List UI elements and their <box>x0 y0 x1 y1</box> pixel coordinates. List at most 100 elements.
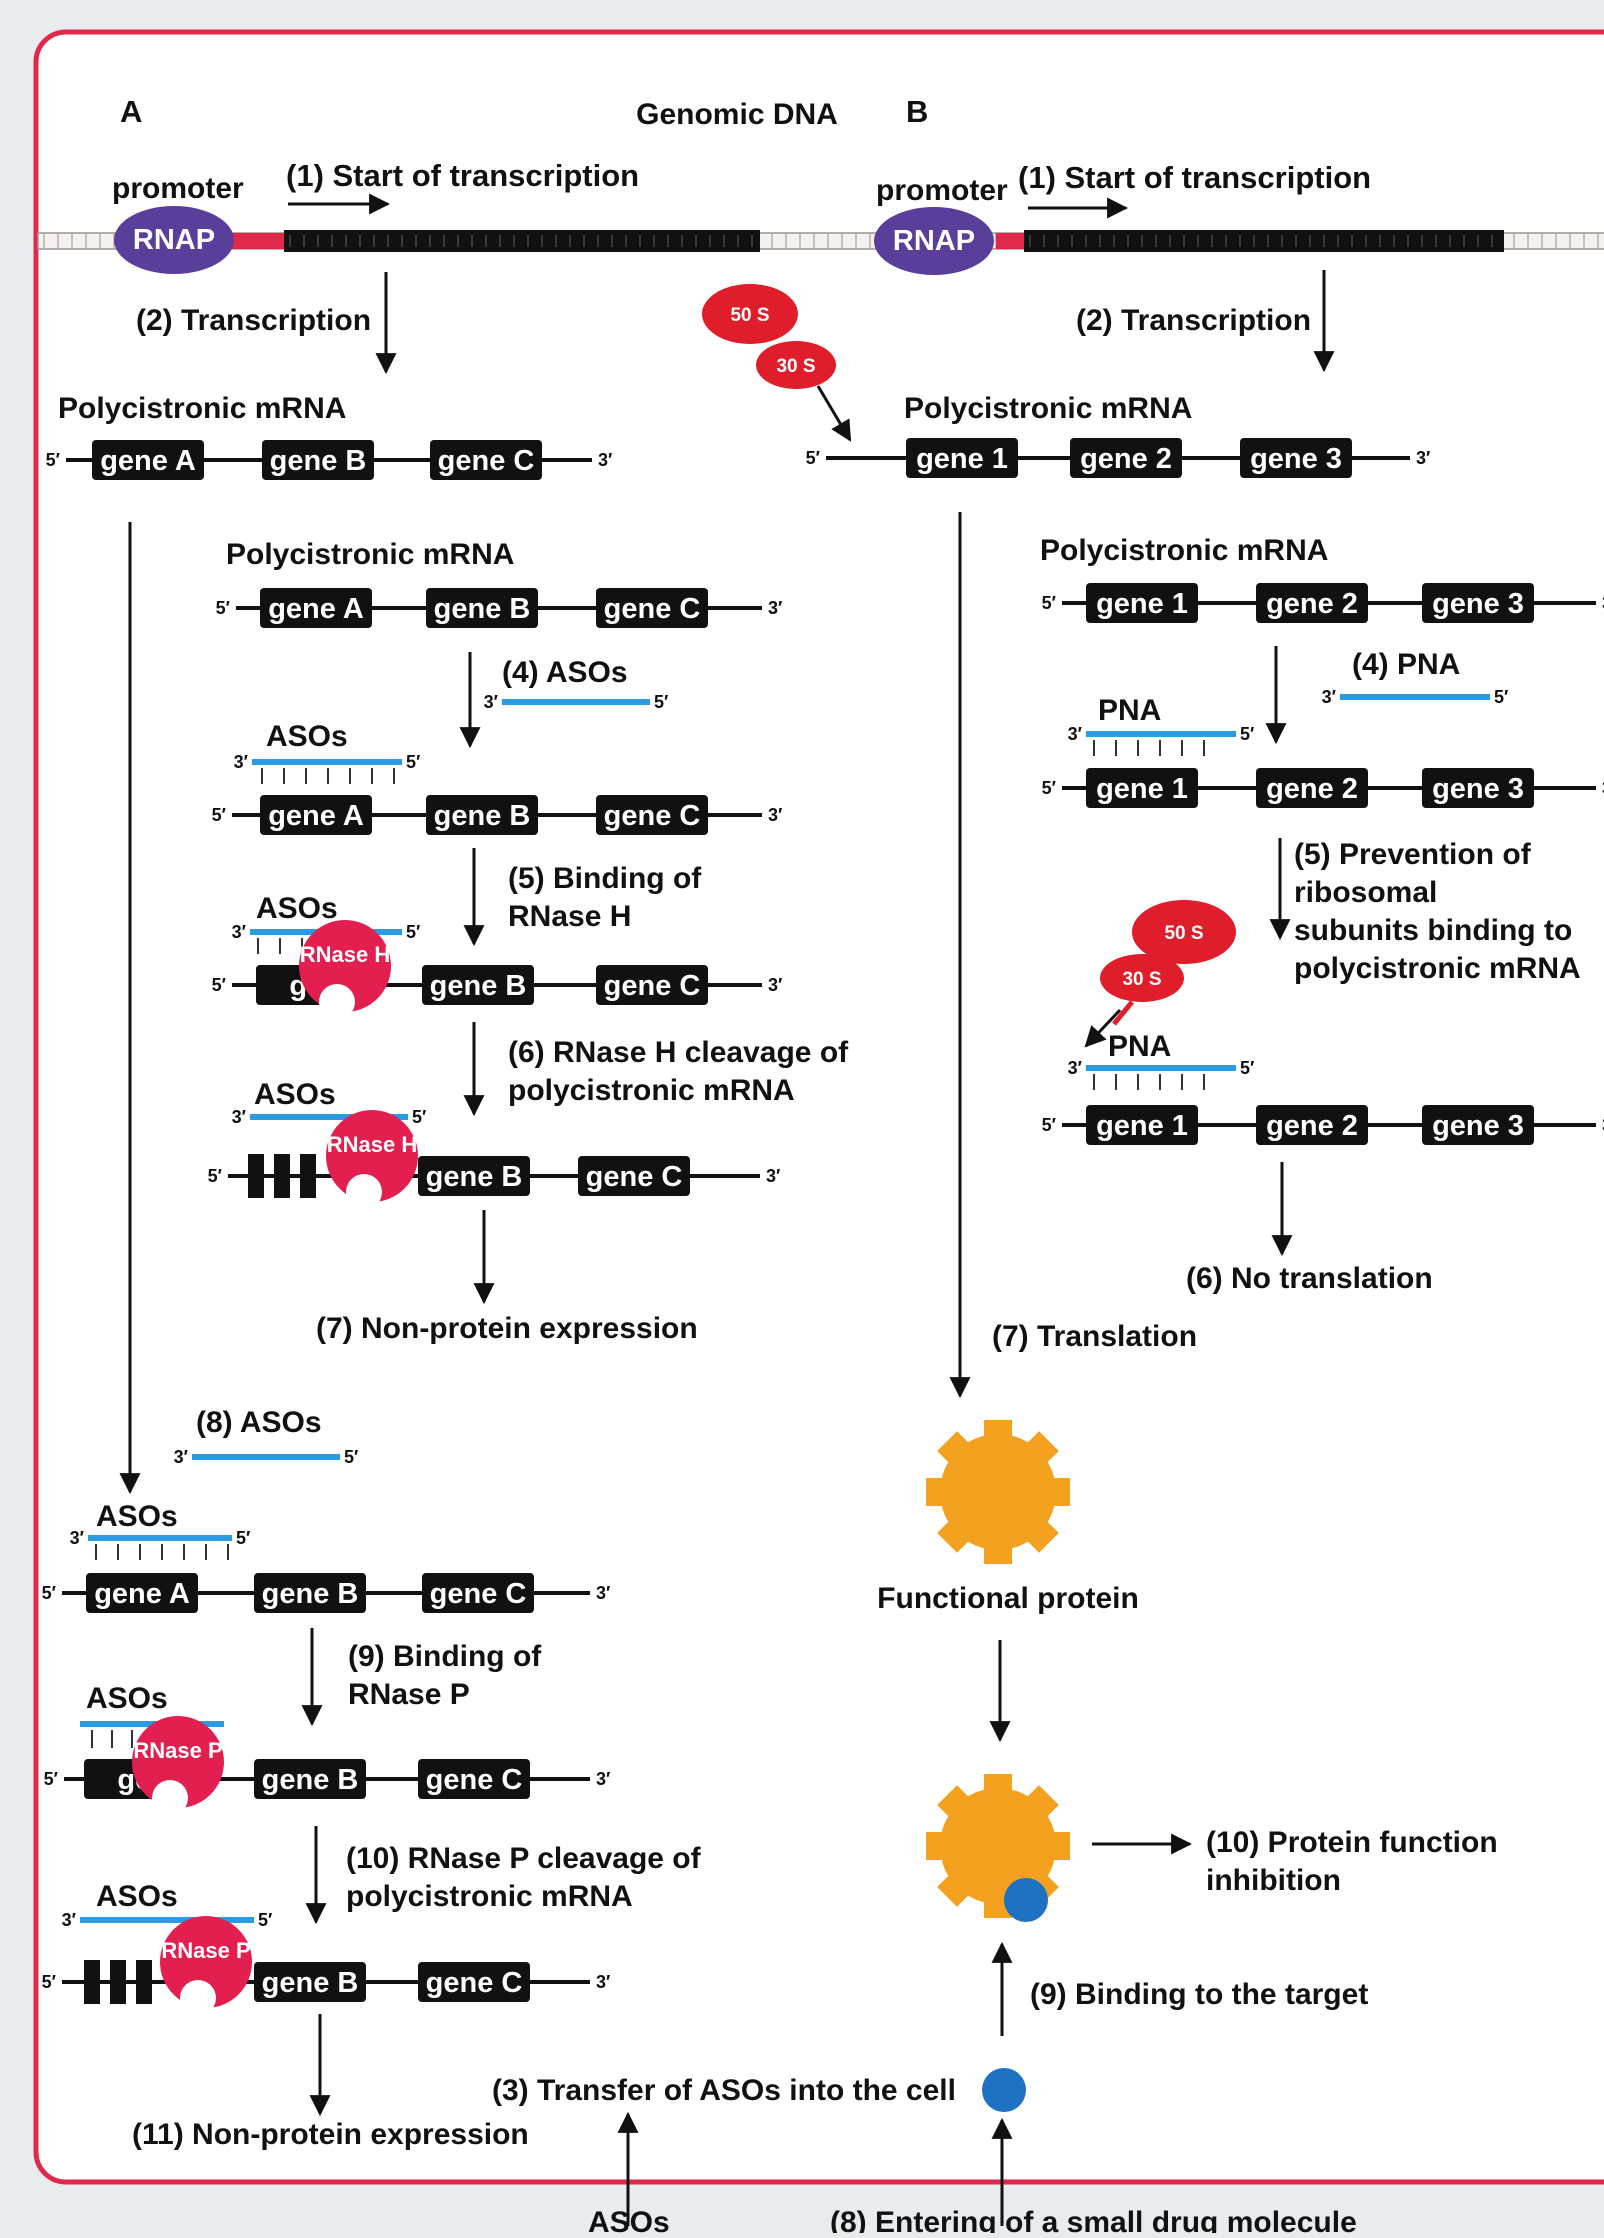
panel-a-mrna-4-gene-3-label: gene C <box>604 970 701 1002</box>
panel-b-step4-label: (4) PNA <box>1352 648 1460 681</box>
panel-b-mrna-4-gene-2-label: gene 2 <box>1266 1110 1358 1142</box>
panel-a-rnase-p-1-label: RNase P <box>133 1738 222 1763</box>
panel-a-bound-aso-3-three-prime: 3′ <box>232 1107 246 1127</box>
panel-a-mrna-6-gene-1 <box>86 1573 198 1613</box>
panel-a-mrna-3-three-prime: 3′ <box>768 805 782 825</box>
panel-a-mrna-3-gene-2 <box>426 795 538 835</box>
panel-b-inhibited-protein-gear-tooth-4 <box>937 1867 977 1907</box>
panel-b-ribosome-30s-1-label: 30 S <box>776 356 815 377</box>
panel-a-mrna-3-gene-3 <box>596 795 708 835</box>
panel-a-bound-aso-3-five-prime: 5′ <box>412 1107 426 1127</box>
panel-a-rnase-p-2: RNase P <box>160 1916 252 2016</box>
panel-b-bound-pna-1-three-prime: 3′ <box>1068 724 1082 744</box>
panel-a-promoter-label: promoter <box>112 172 244 205</box>
panel-b-polycistronic-1-label: Polycistronic mRNA <box>904 392 1192 425</box>
panel-a-mrna-8-gene-3 <box>418 1962 530 2002</box>
panel-a-rnase-p-2-label: RNase P <box>161 1938 250 1963</box>
panel-a-mrna-8-gene-2-label: gene B <box>262 1967 359 1999</box>
panel-b-functional-protein-label: Functional protein <box>877 1582 1139 1615</box>
panel-b-inhibited-protein-gear-tooth-5 <box>926 1832 954 1860</box>
panel-b-step5-label-line-1: (5) Prevention of <box>1294 838 1532 871</box>
panel-a-mrna-1-gene-3 <box>430 440 542 480</box>
panel-a-mrna-4-gene-3 <box>596 965 708 1005</box>
panel-a-mrna-1-gene-1 <box>92 440 204 480</box>
panel-a-mrna-2-gene-1 <box>260 588 372 628</box>
panel-a-mrna-4-three-prime: 3′ <box>768 975 782 995</box>
panel-b-ribosome-arrow-1 <box>816 385 852 442</box>
panel-a-step6-label-line-2: polycistronic mRNA <box>508 1074 795 1107</box>
panel-a-mrna-2-five-prime: 5′ <box>216 598 230 618</box>
panel-a-polycistronic-2-label: Polycistronic mRNA <box>226 538 514 571</box>
panel-a-step1-label: (1) Start of transcription <box>286 158 639 193</box>
panel-a-asos-label-2: ASOs <box>256 892 338 925</box>
panel-b-mrna-1-gene-2-label: gene 2 <box>1080 443 1172 475</box>
panel-b-mrna-4-three-prime: 3′ <box>1602 1115 1604 1135</box>
panel-b-functional-protein-gear-tooth-3 <box>984 1536 1012 1564</box>
panel-a-bound-aso-1-three-prime: 3′ <box>234 752 248 772</box>
panel-a-asos-label-5: ASOs <box>86 1682 168 1715</box>
panel-a-mrna-2-gene-3-label: gene C <box>604 593 701 625</box>
panel-a-asos-label-3: ASOs <box>254 1078 336 1111</box>
panel-b-bound-pna-2-three-prime: 3′ <box>1068 1058 1082 1078</box>
panel-b-mrna-4-gene-2 <box>1256 1105 1368 1145</box>
panel-a-polycistronic-1-label: Polycistronic mRNA <box>58 392 346 425</box>
panel-a-step10-label-line-1: (10) RNase P cleavage of <box>346 1842 702 1875</box>
panel-a-mrna-6-gene-1-label: gene A <box>94 1578 190 1610</box>
panel-a-mrna-5-gene-3 <box>578 1156 690 1196</box>
panel-b-mrna-1-three-prime: 3′ <box>1416 448 1430 468</box>
panel-a-cleaved-2-three-prime: 3′ <box>596 1972 610 1992</box>
panel-a-mrna-3-gene-1-label: gene A <box>268 800 364 832</box>
panel-b-free-pna-five-prime: 5′ <box>1494 687 1508 707</box>
panel-a-rnap <box>114 206 234 274</box>
panel-a-rnase-h-1-pocket <box>319 984 355 1020</box>
panel-a-mrna-6-three-prime: 3′ <box>596 1583 610 1603</box>
panel-b-inhibited-protein-gear-tooth-7 <box>984 1774 1012 1802</box>
panel-b-mrna-3-gene-2 <box>1256 768 1368 808</box>
panel-a-bound-aso-2-three-prime: 3′ <box>232 922 246 942</box>
panel-a-rnase-h-2-label: RNase H <box>327 1132 417 1157</box>
panel-a-step2-label: (2) Transcription <box>136 304 371 337</box>
panel-b-mrna-2-five-prime: 5′ <box>1042 593 1056 613</box>
panel-a-rnap-label: RNAP <box>133 224 215 256</box>
panel-b-ribosome-50s-1-label: 50 S <box>730 305 769 326</box>
panel-a-rnase-h-2-body <box>326 1110 418 1202</box>
panel-a-free-aso-1-five-prime: 5′ <box>654 692 668 712</box>
panel-b-bound-pna-1-five-prime: 5′ <box>1240 724 1254 744</box>
panel-b-functional-protein-gear-tooth-8 <box>1019 1431 1059 1471</box>
panel-a-mrna-1-gene-2-label: gene B <box>270 445 367 477</box>
panel-b-mrna-2-gene-1 <box>1086 583 1198 623</box>
figure-frame <box>33 29 1604 2185</box>
panel-a-mrna-7-five-prime: 5′ <box>44 1769 58 1789</box>
panel-b-blocked-marker <box>1112 1000 1134 1026</box>
panel-b-functional-protein-gear-tooth-4 <box>937 1513 977 1553</box>
panel-a-mrna-7-gene-2-label: gene B <box>262 1764 359 1796</box>
panel-a-mrna-7-three-prime: 3′ <box>596 1769 610 1789</box>
panel-b-pna-label-1: PNA <box>1098 694 1161 727</box>
panel-b-inhibited-protein-gear-core <box>940 1788 1056 1904</box>
panel-a-free-aso-1-three-prime: 3′ <box>484 692 498 712</box>
panel-b-inhibited-protein-gear-tooth-6 <box>937 1785 977 1825</box>
panel-b-step7-label: (7) Translation <box>992 1320 1197 1353</box>
panel-a-mrna-6-five-prime: 5′ <box>42 1583 56 1603</box>
panel-a-asos-label-6: ASOs <box>96 1880 178 1913</box>
panel-a-mrna-5-gene-2-label: gene B <box>426 1161 523 1193</box>
panel-a-cleaved-three-prime: 3′ <box>766 1166 780 1186</box>
panel-b-mrna-2-gene-3 <box>1422 583 1534 623</box>
panel-b-mrna-4-gene-3 <box>1422 1105 1534 1145</box>
panel-b-inhibited-protein-gear-tooth-8 <box>1019 1785 1059 1825</box>
panel-b-mrna-1-gene-3-label: gene 3 <box>1250 443 1342 475</box>
bottom-asos-label: ASOs <box>588 2206 670 2233</box>
panel-b-mrna-4-gene-1-label: gene 1 <box>1096 1110 1188 1142</box>
panel-a-step11-label: (11) Non-protein expression <box>132 2118 529 2151</box>
panel-b-inhibited-protein-gear-tooth-1 <box>1042 1832 1070 1860</box>
panel-b-mrna-1-gene-2 <box>1070 438 1182 478</box>
panel-a-bound-aso-6-three-prime: 3′ <box>62 1910 76 1930</box>
panel-a-mrna-2-gene-2-label: gene B <box>434 593 531 625</box>
panel-b-letter: B <box>906 94 928 129</box>
panel-a-step6-label-line-1: (6) RNase H cleavage of <box>508 1036 849 1069</box>
panel-a-bound-aso-2-five-prime: 5′ <box>406 922 420 942</box>
panel-b-mrna-1-gene-1-label: gene 1 <box>916 443 1008 475</box>
panel-b-step2-label: (2) Transcription <box>1076 304 1311 337</box>
panel-a-mrna-1-gene-1-label: gene A <box>100 445 196 477</box>
